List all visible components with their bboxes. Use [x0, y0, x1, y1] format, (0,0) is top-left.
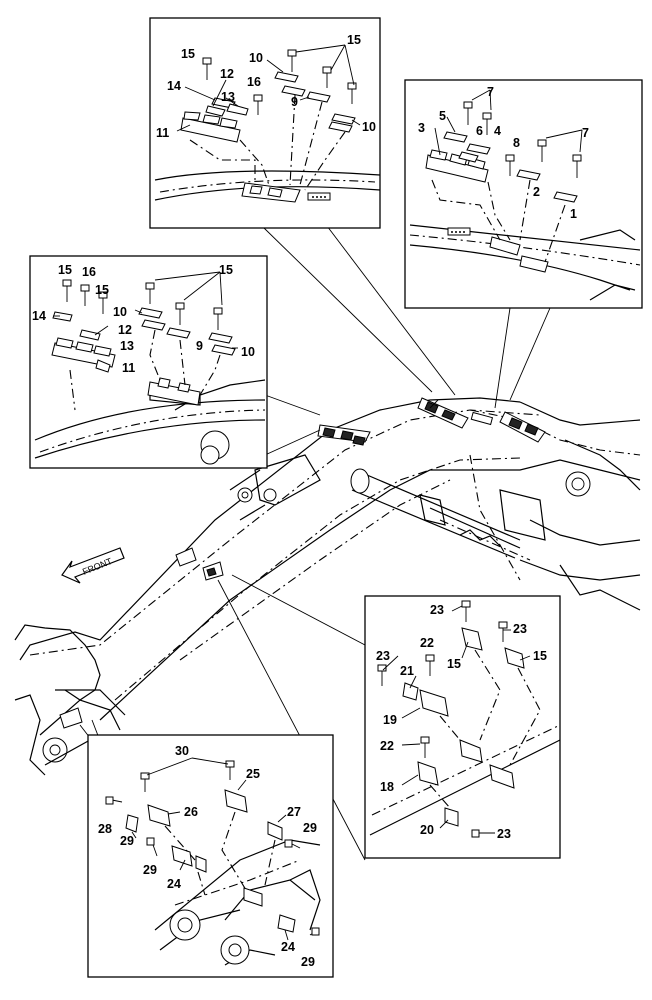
- part-number-label: 14: [32, 309, 46, 323]
- part-number-label: 24: [167, 877, 181, 891]
- boom-clips: [59, 397, 546, 729]
- inset-bottom-left: [87, 734, 334, 978]
- part-number-label: 11: [122, 361, 135, 375]
- part-number-label: 13: [221, 90, 235, 104]
- part-number-label: 5: [439, 109, 446, 123]
- part-number-label: 20: [420, 823, 434, 837]
- part-number-label: 8: [513, 136, 520, 150]
- part-number-label: 22: [420, 636, 434, 650]
- front-label: FRONT: [81, 556, 114, 577]
- part-number-label: 15: [347, 33, 361, 47]
- part-number-label: 23: [376, 649, 390, 663]
- part-number-label: 23: [513, 622, 527, 636]
- part-number-label: 13: [120, 339, 134, 353]
- part-number-label: 4: [494, 124, 501, 138]
- part-number-label: 2: [533, 185, 540, 199]
- part-number-label: 9: [196, 339, 203, 353]
- part-number-label: 15: [447, 657, 461, 671]
- inset-left-middle: [29, 255, 268, 469]
- part-number-label: 1: [570, 207, 577, 221]
- inset-top-center: [149, 17, 381, 229]
- part-number-label: 15: [95, 283, 109, 297]
- part-number-label: 29: [301, 955, 315, 969]
- part-number-label: 9: [291, 95, 298, 109]
- part-number-label: 6: [476, 124, 483, 138]
- part-number-label: 18: [380, 780, 394, 794]
- part-number-label: 21: [400, 664, 414, 678]
- part-number-label: 26: [184, 805, 198, 819]
- part-number-label: 7: [582, 126, 589, 140]
- part-number-label: 27: [287, 805, 301, 819]
- part-number-label: 15: [219, 263, 233, 277]
- part-number-label: 25: [246, 767, 260, 781]
- boom-assembly: [14, 397, 641, 776]
- part-number-label: 12: [118, 323, 132, 337]
- part-number-label: 30: [175, 744, 189, 758]
- part-number-label: 10: [241, 345, 255, 359]
- part-number-label: 23: [430, 603, 444, 617]
- part-number-label: 29: [143, 863, 157, 877]
- part-number-label: 15: [181, 47, 195, 61]
- part-number-label: 29: [303, 821, 317, 835]
- part-number-label: 12: [220, 67, 234, 81]
- inset-top-right: [404, 79, 643, 309]
- part-number-label: 16: [82, 265, 96, 279]
- part-number-label: 10: [249, 51, 263, 65]
- part-number-label: 29: [120, 834, 134, 848]
- part-number-label: 15: [58, 263, 72, 277]
- part-number-label: 15: [533, 649, 547, 663]
- part-number-label: 7: [487, 85, 494, 99]
- part-number-label: 19: [383, 713, 397, 727]
- inset-right-lower: [364, 595, 561, 859]
- part-number-label: 3: [418, 121, 425, 135]
- part-number-label: 16: [247, 75, 261, 89]
- part-number-label: 10: [113, 305, 127, 319]
- part-number-label: 22: [380, 739, 394, 753]
- part-number-label: 23: [497, 827, 511, 841]
- part-number-label: 28: [98, 822, 112, 836]
- part-number-label: 11: [156, 126, 169, 140]
- part-number-label: 10: [362, 120, 376, 134]
- part-number-label: 24: [281, 940, 295, 954]
- part-labels: 15 10 15 14 12 16 13 9 11 10 7 5 3 6 4 8…: [32, 33, 589, 969]
- part-number-label: 14: [167, 79, 181, 93]
